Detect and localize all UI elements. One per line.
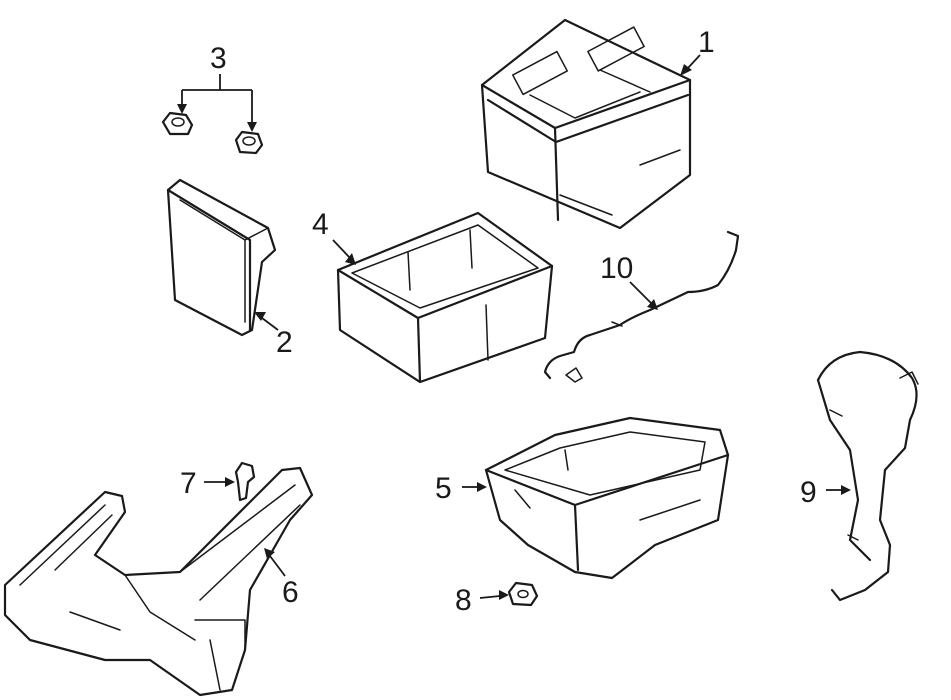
- leader-lines: [177, 54, 851, 600]
- callout-6: 6: [282, 576, 299, 609]
- callout-7: 7: [180, 467, 197, 500]
- cable-part[interactable]: [543, 230, 740, 383]
- callout-3: 3: [210, 42, 227, 75]
- push-pin-part[interactable]: [234, 461, 256, 502]
- support-bracket-part[interactable]: [3, 466, 314, 697]
- callout-10: 10: [600, 252, 633, 285]
- battery-part[interactable]: [480, 18, 692, 230]
- callout-2: 2: [276, 326, 293, 359]
- battery-tray-part[interactable]: [484, 416, 730, 580]
- callout-4: 4: [312, 208, 329, 241]
- hold-down-plate-part[interactable]: [166, 178, 277, 337]
- callout-9: 9: [800, 476, 817, 509]
- callout-8: 8: [455, 584, 472, 617]
- wiring-harness-part[interactable]: [816, 350, 919, 602]
- flange-nut-part[interactable]: [507, 581, 539, 607]
- callout-1: 1: [698, 26, 715, 59]
- callout-5: 5: [435, 472, 452, 505]
- tray-liner-part[interactable]: [336, 211, 554, 384]
- nut-pair-part[interactable]: [161, 111, 264, 155]
